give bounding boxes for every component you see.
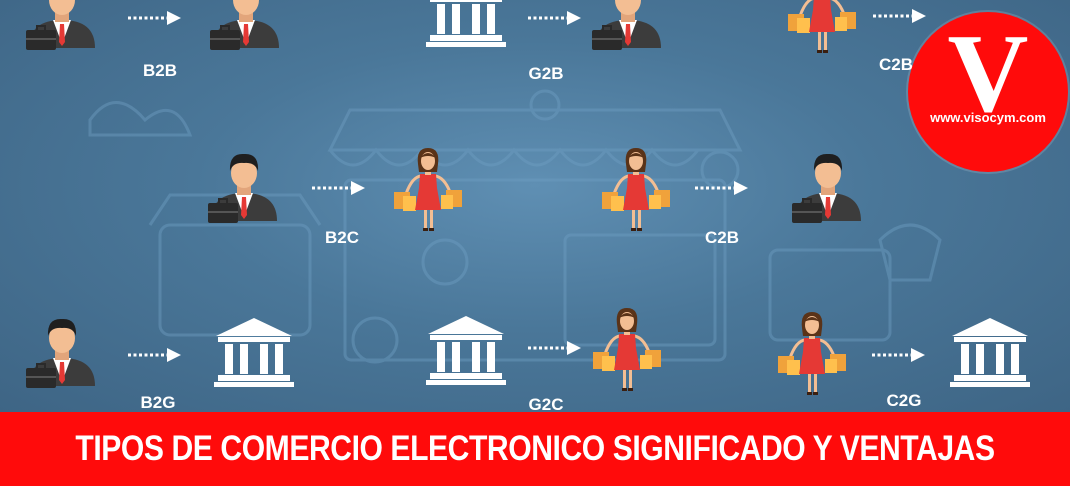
label-c2b-top: C2B <box>879 55 913 74</box>
businessman-icon <box>591 0 662 52</box>
logo-url: www.visocym.com <box>930 110 1046 125</box>
shopper-woman-icon <box>786 0 858 55</box>
banner-title: TIPOS DE COMERCIO ELECTRONICO SIGNIFICAD… <box>75 429 995 468</box>
dashed-arrow-icon <box>870 346 927 364</box>
businessman-icon <box>25 317 96 389</box>
shopper-woman-icon <box>392 146 464 233</box>
label-b2b: B2B <box>143 61 177 80</box>
government-building-icon <box>214 318 294 387</box>
label-b2g: B2G <box>141 393 176 412</box>
dashed-arrow-icon <box>310 179 367 197</box>
diagram-canvas: B2B G2B C2B B2C C2B B2G G2C C2G <box>0 0 1070 412</box>
businessman-icon <box>209 0 280 52</box>
visocym-logo[interactable]: V www.visocym.com <box>908 12 1068 172</box>
dashed-arrow-icon <box>526 339 583 357</box>
title-banner: TIPOS DE COMERCIO ELECTRONICO SIGNIFICAD… <box>0 412 1070 486</box>
government-building-icon <box>426 316 506 385</box>
government-building-icon <box>426 0 506 47</box>
label-c2g: C2G <box>887 391 922 410</box>
label-b2c: B2C <box>325 228 359 247</box>
dashed-arrow-icon <box>126 9 183 27</box>
label-g2c: G2C <box>529 395 564 412</box>
label-g2b: G2B <box>529 64 564 83</box>
businessman-icon <box>207 152 278 224</box>
dashed-arrow-icon <box>126 346 183 364</box>
businessman-icon <box>25 0 96 52</box>
dashed-arrow-icon <box>526 9 583 27</box>
shopper-woman-icon <box>600 146 672 233</box>
label-c2b: C2B <box>705 228 739 247</box>
shopper-woman-icon <box>591 306 663 393</box>
ecommerce-types-diagram: B2B G2B C2B B2C C2B B2G G2C C2G <box>25 0 1030 412</box>
logo-letter: V <box>947 12 1029 136</box>
government-building-icon <box>950 318 1030 387</box>
dashed-arrow-icon <box>693 179 750 197</box>
businessman-icon <box>791 152 862 224</box>
shopper-woman-icon <box>776 310 848 397</box>
